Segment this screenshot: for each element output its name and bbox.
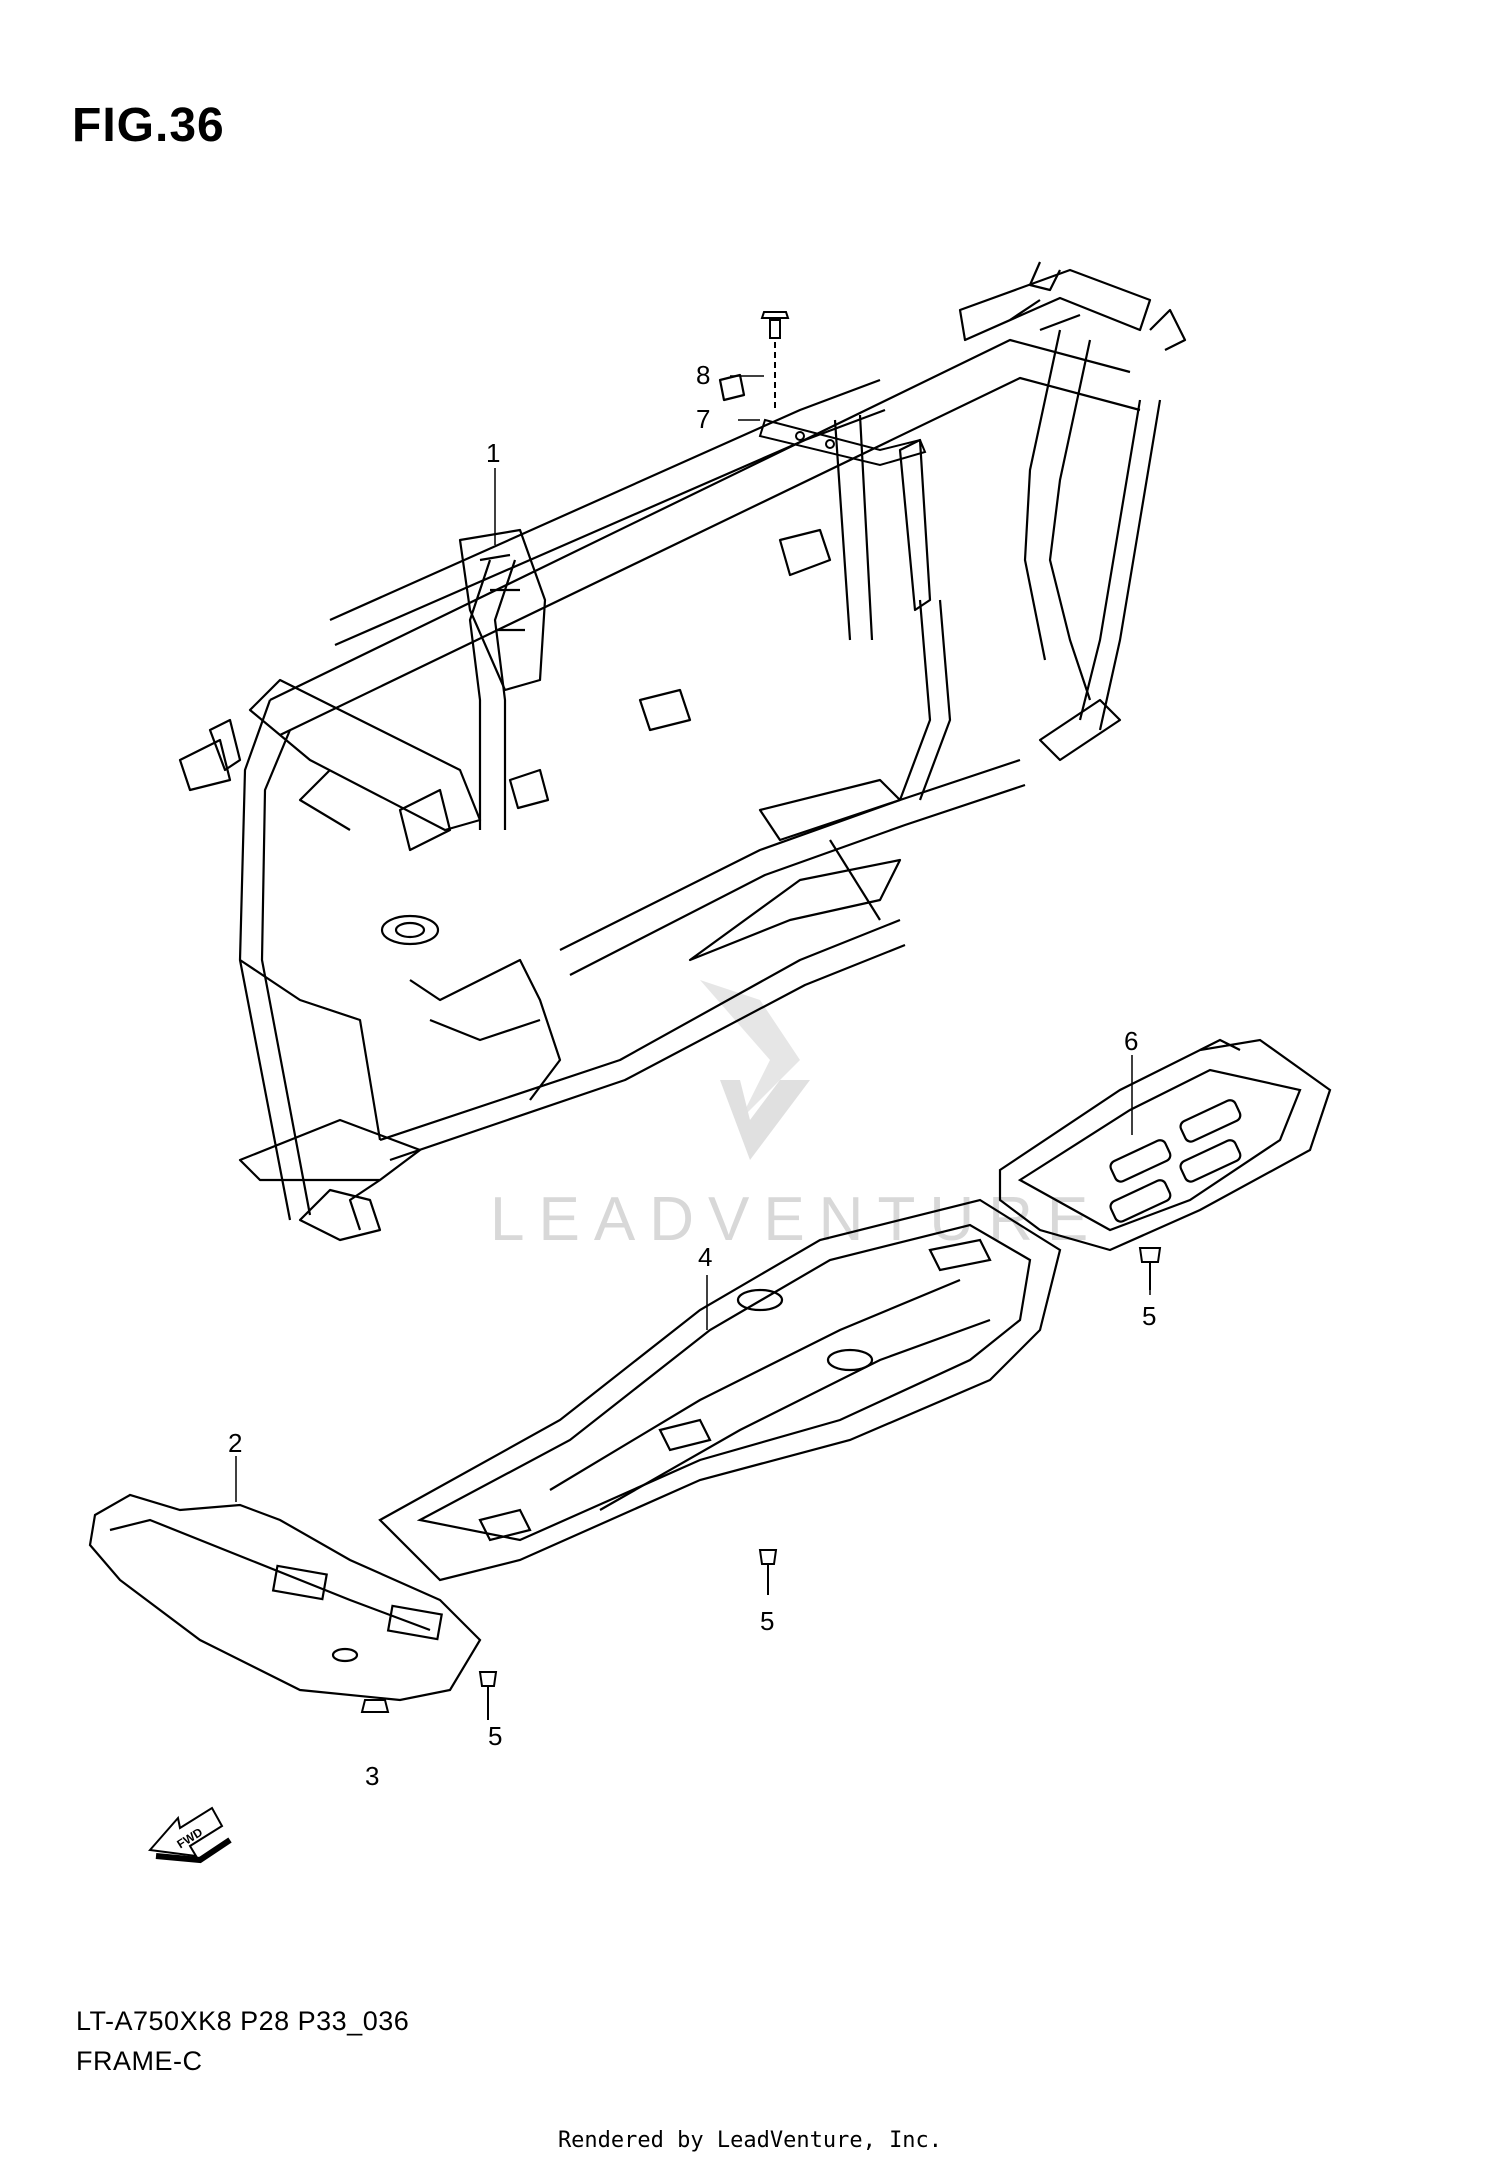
- forward-arrow-icon: FWD: [148, 1806, 232, 1864]
- callout-bolt-front: 5: [488, 1721, 502, 1751]
- footer-credit: Rendered by LeadVenture, Inc.: [557, 2128, 943, 2153]
- callout-bolt-center: 5: [760, 1606, 774, 1636]
- model-code: LT-A750XK8 P28 P33_036: [76, 2006, 410, 2036]
- callout-front-skid-plate: 2: [228, 1428, 242, 1458]
- leader-lines: [235, 375, 1151, 1502]
- front-skid-plate-drawing: [88, 1493, 482, 1702]
- callout-frame: 1: [486, 438, 500, 468]
- center-skid-plate-drawing: [378, 1198, 1062, 1582]
- callout-bolt-rear: 5: [1142, 1301, 1156, 1331]
- bracket-drawing: [758, 311, 927, 467]
- figure-name: FRAME-C: [76, 2046, 203, 2076]
- callout-bolt-top: 8: [696, 360, 710, 390]
- callout-rear-skid-plate: 6: [1124, 1026, 1138, 1056]
- watermark: LEADVENTURE: [490, 980, 1102, 1254]
- callout-nut: 3: [365, 1761, 379, 1791]
- fasteners-drawing: [360, 1247, 1162, 1720]
- frame-drawing: [178, 261, 1187, 1242]
- figure-title: FIG.36: [72, 99, 225, 152]
- callout-bracket: 7: [696, 404, 710, 434]
- rear-skid-plate-drawing: [998, 1038, 1332, 1252]
- watermark-text: LEADVENTURE: [490, 1185, 1102, 1254]
- callout-center-skid-plate: 4: [698, 1242, 712, 1272]
